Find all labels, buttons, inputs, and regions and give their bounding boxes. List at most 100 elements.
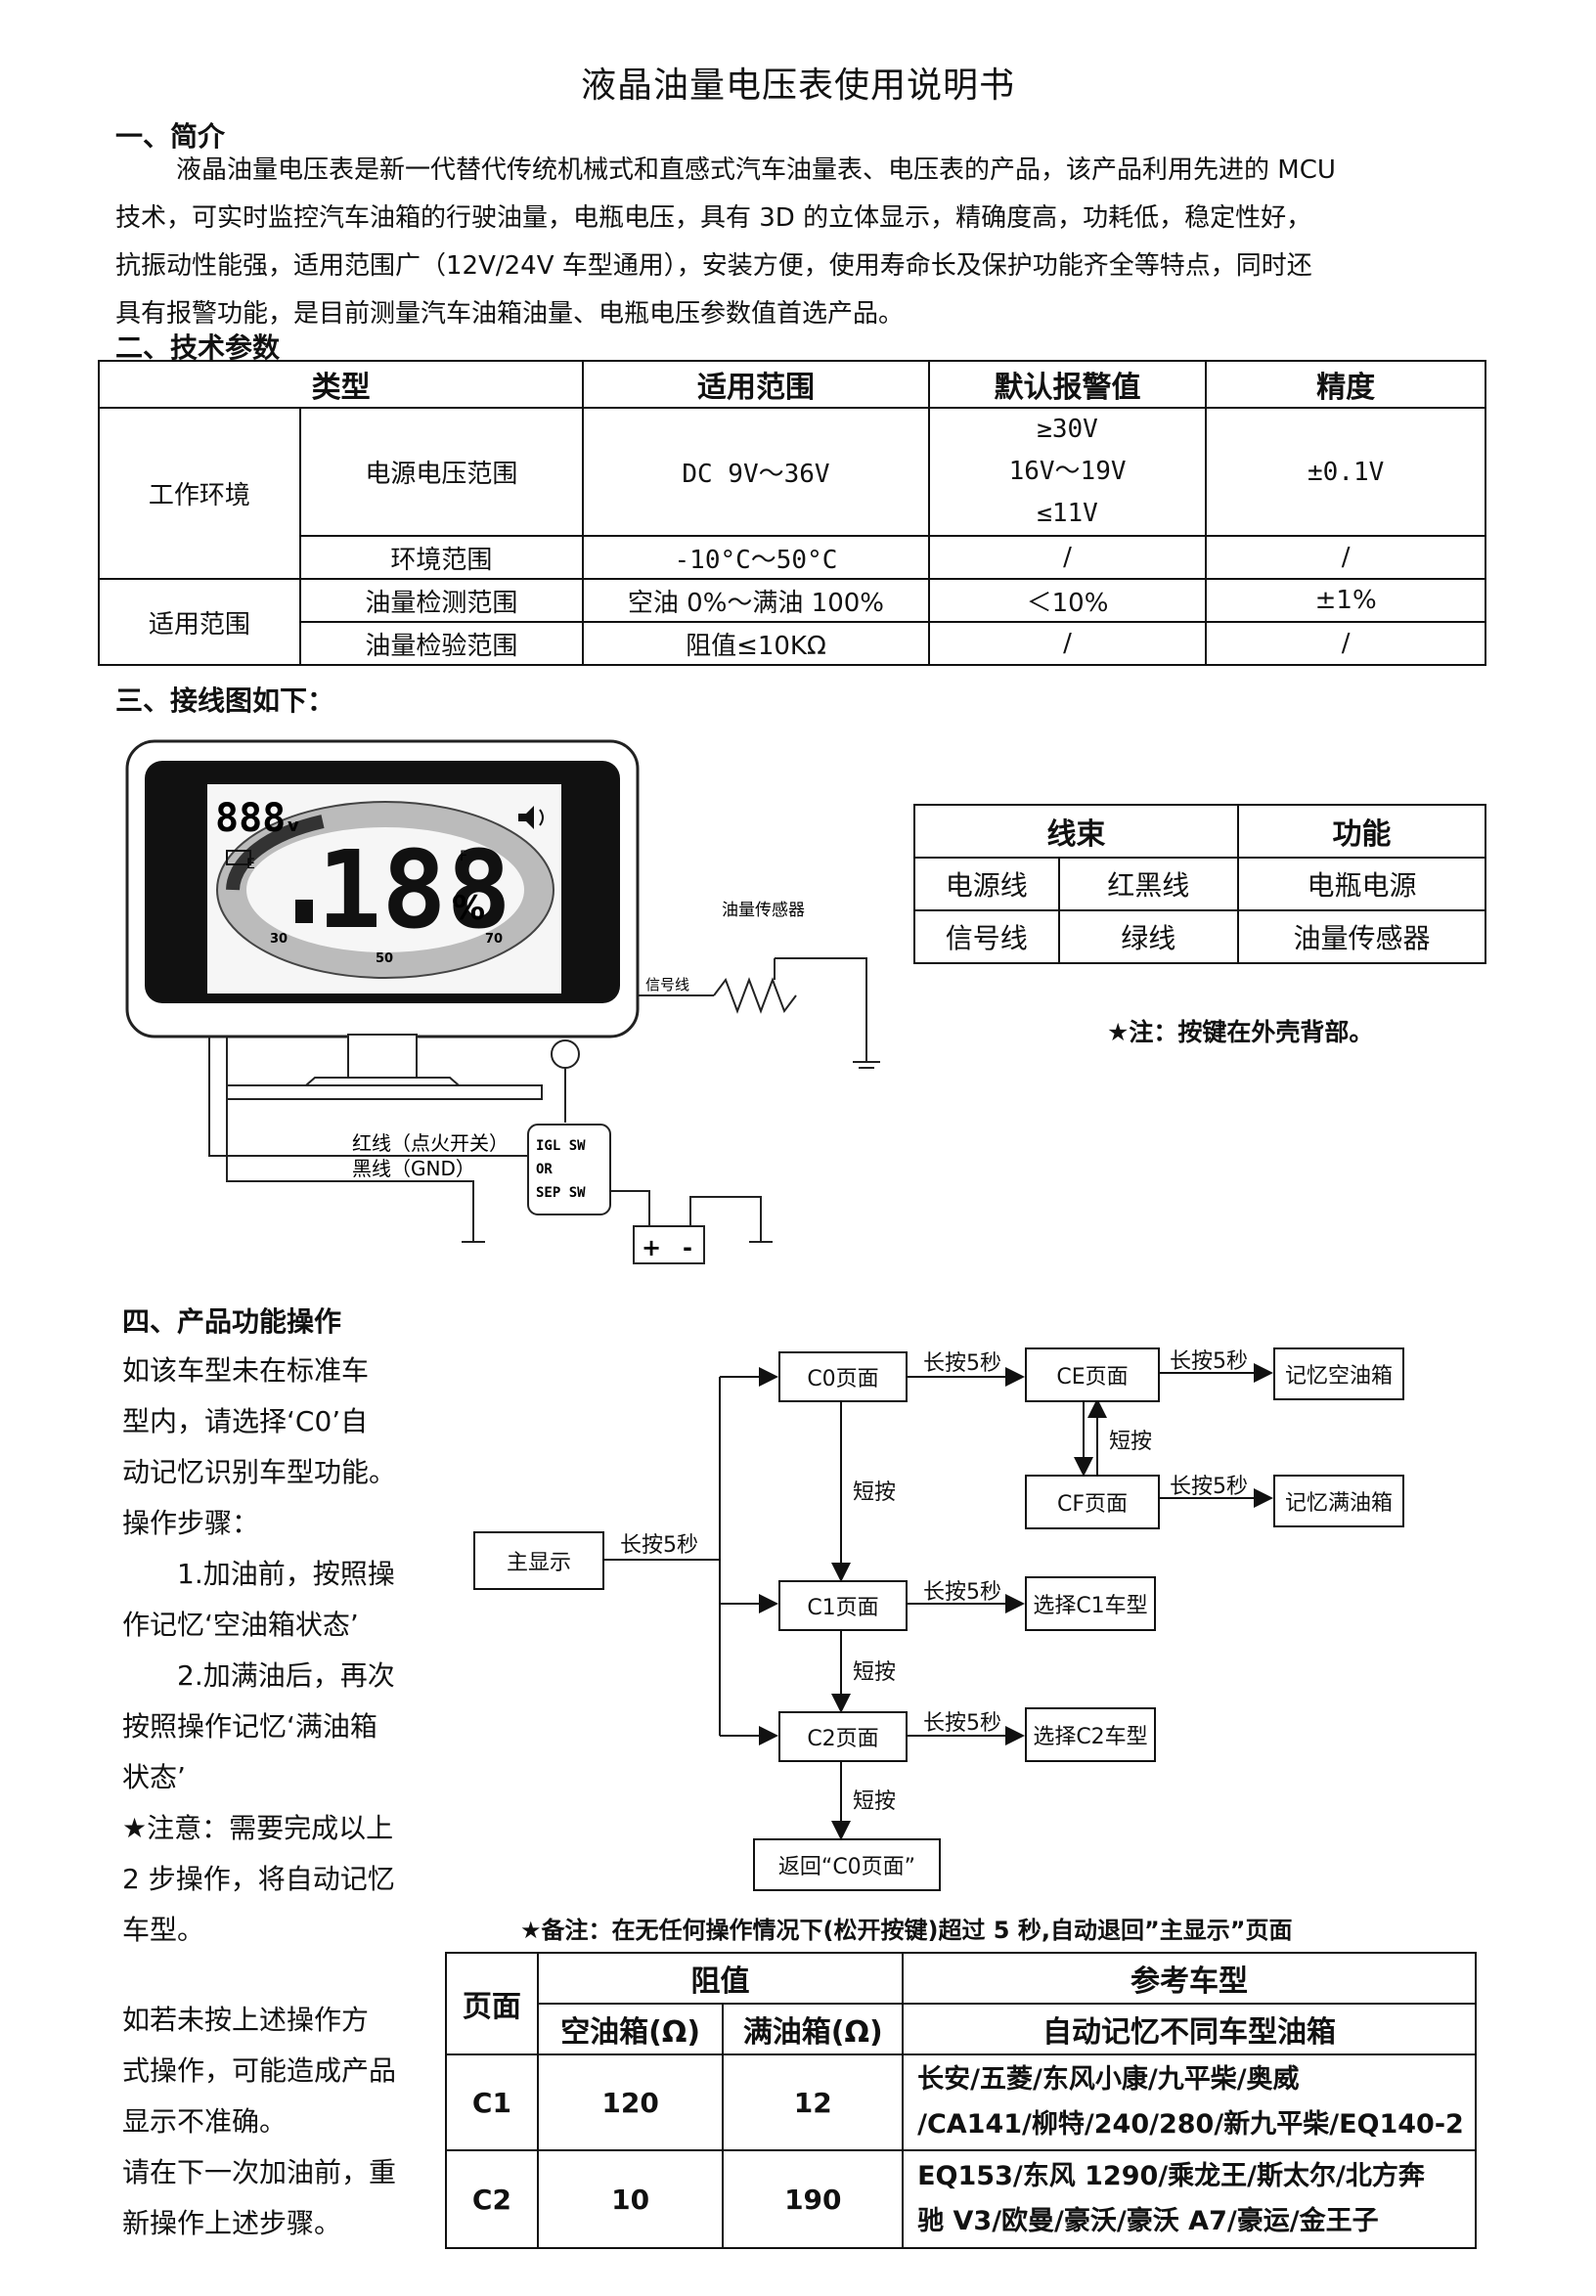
item-cell: 油量检验范围 (298, 621, 585, 666)
volt-digits: 888 (215, 796, 286, 841)
cell: 绿线 (1057, 909, 1239, 964)
page-cell: C2 (445, 2149, 539, 2249)
fuel-segment-empty (226, 815, 325, 891)
full-mark: F (460, 849, 467, 864)
col-header-function: 功能 (1236, 804, 1487, 859)
step-line: 按照操作记忆‘满油箱 (122, 1710, 377, 1743)
flow-label-long-ce: 长按5秒 (1170, 1349, 1248, 1374)
table-row: C1 120 12 长安/五菱/东风小康/九平柴/奥威 /CA141/柳特/24… (445, 2053, 1477, 2151)
alarm-cell: / (927, 535, 1208, 580)
battery-icon (226, 850, 251, 865)
vehicle-reference-table: 页面 阻值 参考车型 空油箱(Ω) 满油箱(Ω) 自动记忆不同车型油箱 C1 1… (445, 1952, 1477, 2249)
button-note: ★注：按键在外壳背部。 (1107, 1018, 1374, 1046)
switch-label-1: IGL SW (536, 1138, 586, 1154)
alarm-value: ≥30V (1037, 415, 1098, 444)
specs-heading: 二、技术参数 (115, 331, 281, 364)
flow-memory-full: 记忆满油箱 (1273, 1475, 1404, 1527)
fuel-digits: 188 (317, 827, 511, 952)
col-header-page: 页面 (445, 1952, 539, 2055)
sensor-resistor (713, 977, 797, 1014)
models-line: 长安/五菱/东风小康/九平柴/奥威 (917, 2064, 1300, 2095)
flow-c0-page: C0页面 (778, 1351, 908, 1402)
full-cell: 190 (722, 2149, 905, 2249)
flow-label-long-c2: 长按5秒 (923, 1711, 1001, 1736)
step-line: 动记忆识别车型功能。 (122, 1456, 397, 1488)
col-header-harness: 线束 (913, 804, 1239, 859)
models-line: 驰 V3/欧曼/豪沃/豪沃 A7/豪运/金王子 (917, 2206, 1379, 2236)
cell: 电源线 (913, 857, 1060, 911)
warning-line: 新操作上述步骤。 (122, 2207, 342, 2239)
range-cell: 空油 0%～满油 100% (582, 578, 930, 623)
full-cell: 12 (722, 2053, 905, 2151)
flow-label-short-ce-cf: 短按 (1109, 1430, 1153, 1454)
warning-line: 式操作，可能造成产品 (122, 2054, 397, 2087)
operation-warning: 如若未按上述操作方 式操作，可能造成产品 显示不准确。 请在下一次加油前，重 新… (122, 1995, 416, 2249)
intro-line: 技术，可实时监控汽车油箱的行驶油量，电瓶电压，具有 3D 的立体显示，精确度高，… (115, 203, 1312, 233)
step-line: 车型。 (122, 1914, 205, 1946)
col-header-alarm: 默认报警值 (927, 360, 1208, 409)
empty-cell: 120 (536, 2053, 725, 2151)
table-row: 油量检验范围 阻值≤10KΩ / / (99, 621, 1486, 666)
switch-label-3: SEP SW (536, 1185, 586, 1201)
page-cell: C1 (445, 2053, 539, 2151)
table-header-row: 空油箱(Ω) 满油箱(Ω) 自动记忆不同车型油箱 (446, 2003, 1477, 2055)
spec-table: 类型 适用范围 默认报警值 精度 工作环境 电源电压范围 DC 9V～36V ≥… (97, 360, 1486, 666)
intro-paragraph: 液晶油量电压表是新一代替代传统机械式和直感式汽车油量表、电压表的产品，该产品利用… (115, 147, 1504, 338)
red-wire-label: 红线（点火开关） (352, 1131, 509, 1155)
cell: 信号线 (913, 909, 1060, 964)
wiring-diagram: 888 v 188 % E F 30 50 70 IGL SW OR SEP S… (125, 739, 880, 1264)
table-row: 环境范围 -10°C～50°C / / (99, 535, 1486, 580)
step-line: 2 步操作，将自动记忆 (122, 1863, 395, 1895)
empty-cell: 10 (536, 2149, 725, 2249)
warning-line: 如若未按上述操作方 (122, 2004, 370, 2036)
step-line: 如该车型未在标准车 (122, 1354, 370, 1387)
flow-cf-page: CF页面 (1025, 1475, 1160, 1529)
gauge-stand (347, 1034, 418, 1079)
col-header-empty: 空油箱(Ω) (536, 2003, 725, 2055)
table-header-row: 线束 功能 (913, 804, 1487, 859)
fuel-pump-icon (295, 900, 313, 923)
table-row: 信号线 绿线 油量传感器 (913, 909, 1487, 964)
table-header-row: 页面 阻值 参考车型 (445, 1952, 1477, 2055)
flow-label-long-c1: 长按5秒 (923, 1580, 1001, 1605)
col-header-ref-models: 参考车型 (902, 1952, 1477, 2005)
flow-label-long-cf: 长按5秒 (1170, 1475, 1248, 1499)
flow-c1-page: C1页面 (778, 1580, 908, 1631)
models-line: EQ153/东风 1290/乘龙王/斯太尔/北方奔 (917, 2161, 1425, 2191)
item-cell: 环境范围 (298, 535, 585, 580)
intro-line: 液晶油量电压表是新一代替代传统机械式和直感式汽车油量表、电压表的产品，该产品利用… (176, 155, 1336, 185)
models-cell: 长安/五菱/东风小康/九平柴/奥威 /CA141/柳特/240/280/新九平柴… (902, 2053, 1477, 2151)
cell: 油量传感器 (1236, 909, 1487, 964)
cell: 电瓶电源 (1236, 857, 1487, 911)
flow-select-c1: 选择C1车型 (1025, 1576, 1156, 1631)
step-line: 操作步骤： (122, 1507, 260, 1539)
col-header-full: 满油箱(Ω) (722, 2003, 905, 2055)
col-header-precision: 精度 (1205, 360, 1486, 409)
precision-cell: / (1205, 535, 1486, 580)
step-line: 作记忆‘空油箱状态’ (122, 1609, 359, 1641)
flow-label-long-main: 长按5秒 (620, 1533, 698, 1558)
item-cell: 油量检测范围 (298, 578, 585, 623)
group-cell: 适用范围 (98, 578, 301, 666)
table-header-row: 类型 适用范围 默认报警值 精度 (97, 360, 1486, 409)
car-battery (633, 1225, 705, 1264)
alarm-cell: ≥30V 16V～19V ≤11V (927, 407, 1208, 537)
intro-line: 抗振动性能强，适用范围广（12V/24V 车型通用），安装方便，使用寿命长及保护… (115, 251, 1312, 281)
flow-label-short-c2: 短按 (853, 1789, 897, 1814)
flow-ce-page: CE页面 (1025, 1347, 1160, 1402)
col-header-auto-memory: 自动记忆不同车型油箱 (902, 2003, 1477, 2055)
ignition-switch (527, 1124, 611, 1215)
col-header-resistance: 阻值 (536, 1952, 905, 2005)
alarm-value: ≤11V (1037, 499, 1098, 528)
battery-minus: - (683, 1234, 692, 1261)
precision-cell: ±1% (1205, 578, 1486, 623)
operation-heading: 四、产品功能操作 (122, 1305, 342, 1338)
precision-cell: ±0.1V (1205, 407, 1486, 537)
step-line: 1.加油前，按照操 (122, 1558, 395, 1590)
group-cell: 工作环境 (98, 407, 301, 580)
flow-return-c0: 返回“C0页面” (753, 1838, 941, 1891)
range-cell: DC 9V～36V (582, 407, 930, 537)
flow-memory-empty: 记忆空油箱 (1273, 1347, 1404, 1400)
alarm-cell: / (927, 621, 1208, 666)
table-row: 电源线 红黑线 电瓶电源 (913, 857, 1487, 911)
